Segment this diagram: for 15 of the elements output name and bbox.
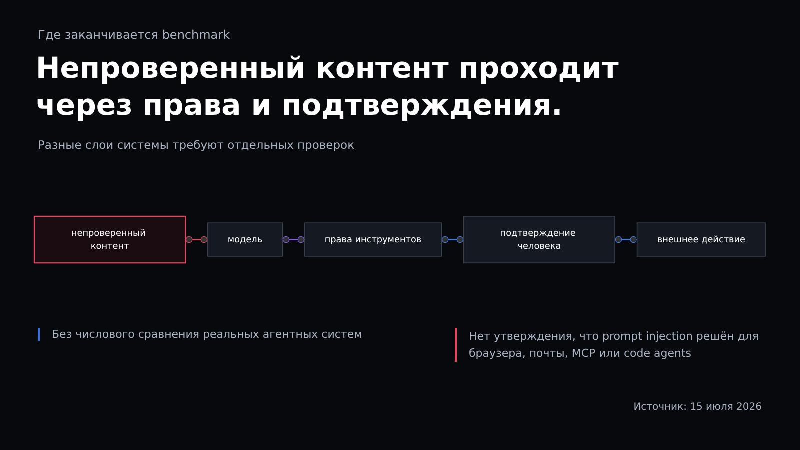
note-text: Нет утверждения, что prompt injection решён для браузера, почты, MCP или code agents (455, 328, 769, 362)
node-box: непроверенный контент (34, 216, 186, 264)
node-box: модель (207, 222, 283, 258)
connector (282, 236, 305, 244)
connector (442, 236, 464, 244)
node-box: внешнее действие (636, 222, 766, 258)
title: Непроверенный контент проходит через права и подтверждения. (36, 50, 620, 124)
connector (615, 236, 638, 244)
connector (186, 236, 208, 244)
kicker-text: Где заканчивается benchmark (38, 28, 230, 42)
note-text: Без числового сравнения реальных агентных систем (38, 328, 362, 341)
node-box: подтверждение человека (464, 216, 616, 264)
subtitle: Разные слои системы требуют отдельных проверок (38, 138, 355, 152)
node-box: права инструментов (304, 222, 442, 258)
source-text: Источник: 15 июля 2026 (634, 402, 762, 413)
